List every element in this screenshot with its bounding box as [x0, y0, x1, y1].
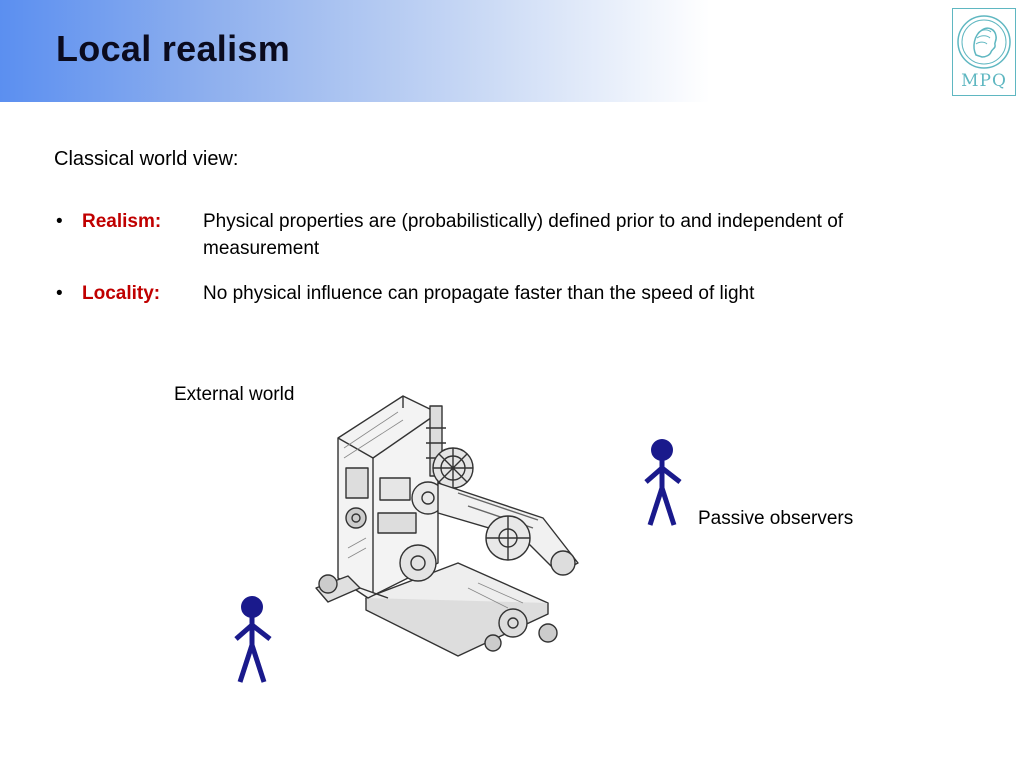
- machine-illustration: [315, 395, 579, 657]
- header-band: [0, 0, 710, 102]
- bullet-text-realism: Physical properties are (probabilistical…: [203, 211, 844, 259]
- bullet-term-locality: Locality:: [82, 283, 161, 304]
- bullet-marker: •: [56, 211, 63, 232]
- bullet-text-locality: No physical influence can propagate fast…: [203, 283, 755, 304]
- bullet-marker: •: [56, 283, 63, 304]
- mpq-logo-icon: MPQ: [952, 8, 1016, 96]
- external-world-label: External world: [174, 384, 295, 405]
- stick-figure-icon: [234, 596, 272, 683]
- logo-text: MPQ: [961, 71, 1007, 91]
- passive-observers-label: Passive observers: [698, 508, 854, 529]
- stick-figure-icon: [644, 439, 682, 526]
- intro-text: Classical world view:: [54, 148, 239, 170]
- slide-title: Local realism: [56, 28, 291, 69]
- bullet-term-realism: Realism:: [82, 211, 162, 232]
